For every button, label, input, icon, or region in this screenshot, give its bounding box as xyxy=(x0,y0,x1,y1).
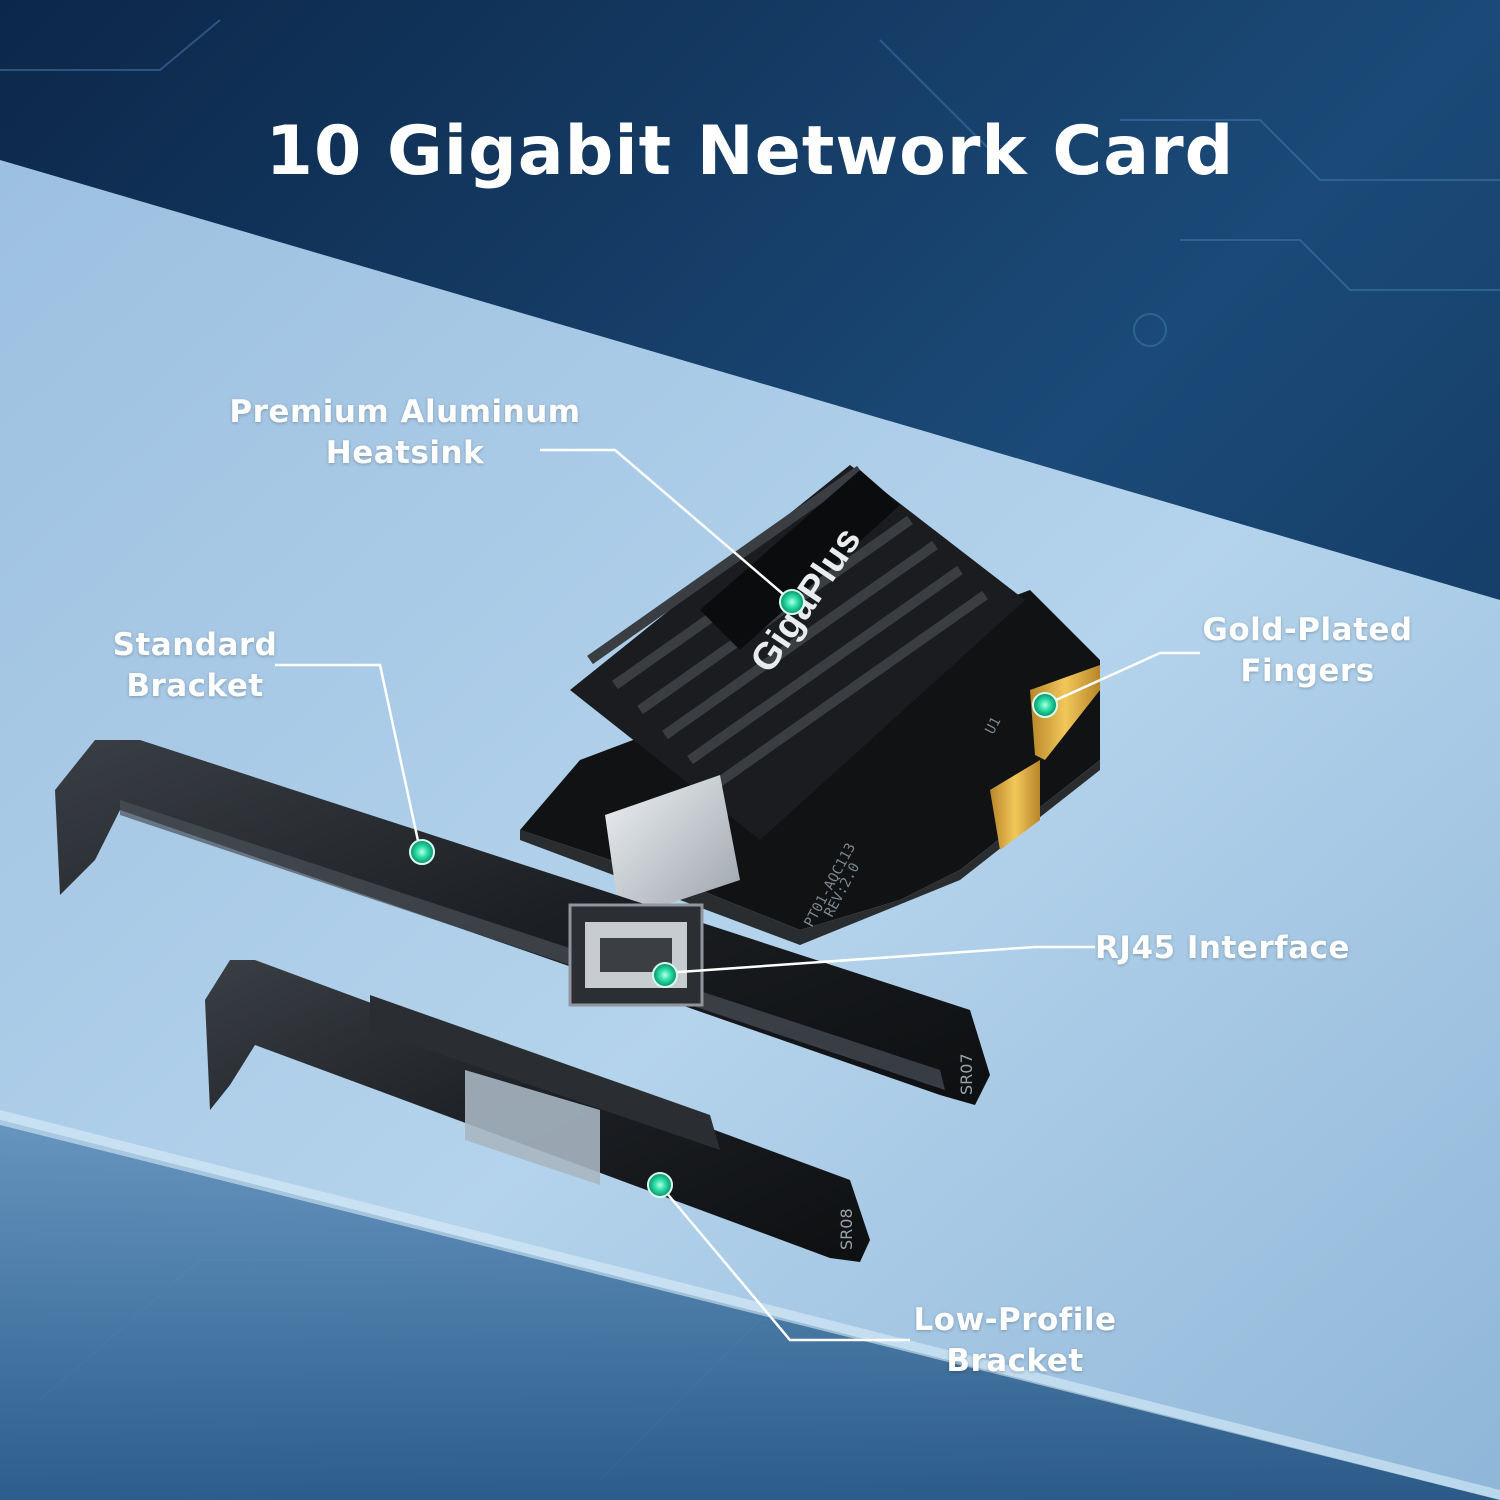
pcb-chip-ref: U1 xyxy=(982,714,1004,736)
low-profile-bracket-label-line2: Bracket xyxy=(946,1343,1084,1379)
heatsink-label-line1: Premium Aluminum xyxy=(229,394,581,430)
heatsink-dot xyxy=(779,589,805,615)
standard-bracket-label: Standard Bracket xyxy=(100,625,290,707)
heatsink-label: Premium Aluminum Heatsink xyxy=(225,392,585,474)
callout-dots xyxy=(409,589,1058,1198)
rj45-label: RJ45 Interface xyxy=(1090,928,1355,969)
desk-edge-highlight xyxy=(0,1110,1500,1500)
standard-bracket-label-line1: Standard xyxy=(112,627,278,663)
rj45-dot xyxy=(652,962,678,988)
page-title: 10 Gigabit Network Card xyxy=(265,112,1235,191)
rj45-port xyxy=(605,775,740,920)
standard-bracket: SR07 xyxy=(55,740,990,1105)
low-profile-bracket-label: Low-Profile Bracket xyxy=(905,1300,1125,1382)
standard-bracket-dot xyxy=(409,839,435,865)
bracket-lp-code: SR08 xyxy=(837,1208,856,1250)
aluminum-heatsink: GigaPlus xyxy=(570,465,1025,840)
rj45-label-line1: RJ45 Interface xyxy=(1095,930,1350,966)
callout-lines xyxy=(275,448,1200,1342)
standard-bracket-label-line2: Bracket xyxy=(126,668,264,704)
gold-fingers-leader xyxy=(1044,651,1200,707)
low-profile-dot xyxy=(647,1172,673,1198)
gold-fingers-label-line1: Gold-Plated xyxy=(1202,612,1413,648)
heatsink-label-line2: Heatsink xyxy=(325,435,485,471)
standard-bracket-leader xyxy=(275,663,422,851)
heatsink-leader xyxy=(540,448,791,601)
low-profile-bracket: SR08 xyxy=(205,960,870,1262)
low-profile-bracket-label-line1: Low-Profile xyxy=(913,1302,1117,1338)
gold-fingers-dot xyxy=(1032,692,1058,718)
gold-fingers-label-line2: Fingers xyxy=(1240,653,1375,689)
low-profile-leader xyxy=(659,1184,910,1342)
rj45-leader xyxy=(664,945,1095,975)
bracket-std-code: SR07 xyxy=(957,1053,976,1095)
gold-fingers-label: Gold-Plated Fingers xyxy=(1195,610,1420,692)
